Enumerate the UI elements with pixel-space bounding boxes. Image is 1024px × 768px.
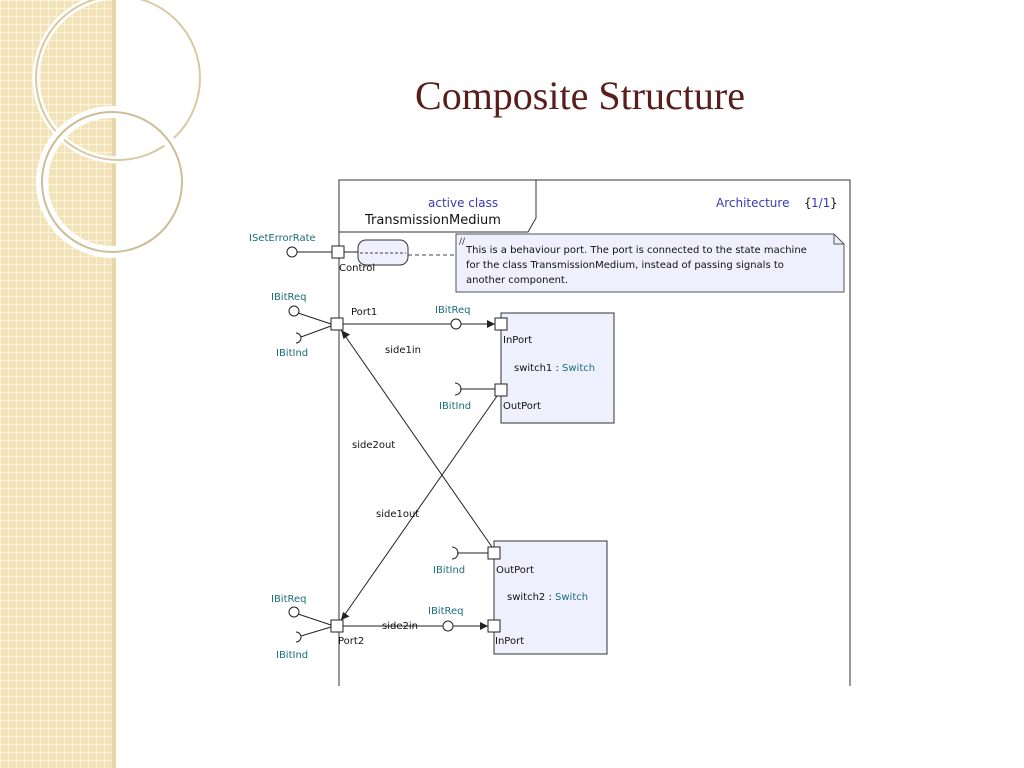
iseterrorrate-label: ISetErrorRate [249, 233, 316, 244]
arrowhead-icon [480, 622, 488, 630]
provided-interface-icon [450, 318, 462, 330]
part-switch1[interactable]: InPort switch1 : Switch OutPort IBitInd [439, 312, 615, 424]
port1-req-label: IBitReq [271, 292, 307, 303]
sidebar-edge [112, 0, 116, 768]
switch2-outport-label: OutPort [496, 565, 534, 576]
class-frame: active class TransmissionMedium Architec… [338, 179, 851, 686]
provided-interface-icon [288, 606, 300, 618]
port2-group: IBitReq IBitInd Port2 [271, 594, 364, 661]
switch1-outport-label: OutPort [503, 401, 541, 412]
frame-view-name: Architecture [716, 196, 789, 210]
connector-side2out[interactable] [340, 329, 493, 548]
switch2-inport-label: InPort [495, 636, 524, 647]
required-interface-icon [295, 631, 302, 643]
port1[interactable] [330, 317, 344, 331]
switch1-out-iface-label: IBitInd [439, 401, 471, 412]
provided-interface-icon [286, 246, 298, 258]
side2out-label: side2out [352, 440, 395, 451]
note-line-2: for the class TransmissionMedium, instea… [466, 260, 784, 271]
side1out-label: side1out [376, 509, 419, 520]
connector-side1out[interactable] [340, 395, 498, 621]
switch2-outport[interactable] [487, 546, 501, 560]
arrowhead-icon [487, 320, 495, 328]
switch2-out-iface-label: IBitInd [433, 565, 465, 576]
switch1-inport[interactable] [494, 317, 508, 331]
decorative-circles [32, 0, 204, 258]
required-interface-icon [295, 332, 302, 344]
side2in-label: side2in [382, 621, 418, 632]
comment-note: // This is a behaviour port. The port is… [455, 233, 845, 293]
frame-page-number: 1/1 [811, 196, 830, 210]
part-switch2[interactable]: OutPort switch2 : Switch InPort IBitInd [433, 540, 608, 655]
switch1-box[interactable] [500, 312, 615, 424]
note-line-3: another component. [466, 275, 568, 286]
control-port-group: ISetErrorRate Control [249, 233, 456, 274]
provided-interface-icon [288, 305, 300, 317]
port1-label: Port1 [351, 307, 377, 318]
port2-ind-label: IBitInd [276, 650, 308, 661]
switch1-outport[interactable] [494, 383, 508, 397]
side2in-iface-label: IBitReq [428, 606, 464, 617]
port1-group: IBitReq IBitInd Port1 [271, 292, 377, 359]
switch1-inport-label: InPort [503, 335, 532, 346]
provided-interface-icon [442, 620, 454, 632]
control-port[interactable] [331, 245, 345, 259]
side1in-iface-label: IBitReq [435, 305, 471, 316]
slide-title: Composite Structure [415, 73, 745, 118]
port2[interactable] [330, 619, 344, 633]
arrowhead-icon [341, 330, 350, 339]
switch1-part-label: switch1 : Switch [514, 363, 595, 374]
port1-ind-label: IBitInd [276, 348, 308, 359]
switch2-part-label: switch2 : Switch [507, 592, 588, 603]
note-line-1: This is a behaviour port. The port is co… [465, 245, 807, 256]
arrowhead-icon [341, 612, 350, 620]
control-port-label: Control [339, 263, 375, 274]
frame-page-open: { [804, 196, 812, 210]
side1in-label: side1in [385, 345, 421, 356]
port2-req-label: IBitReq [271, 594, 307, 605]
frame-class-name: TransmissionMedium [364, 213, 501, 228]
port2-label: Port2 [338, 636, 364, 647]
connectors [340, 318, 498, 632]
switch2-inport[interactable] [487, 619, 501, 633]
frame-page-close: } [830, 196, 838, 210]
note-marker: // [459, 237, 466, 247]
switch2-box[interactable] [493, 540, 608, 655]
frame-stereotype: active class [428, 196, 498, 210]
